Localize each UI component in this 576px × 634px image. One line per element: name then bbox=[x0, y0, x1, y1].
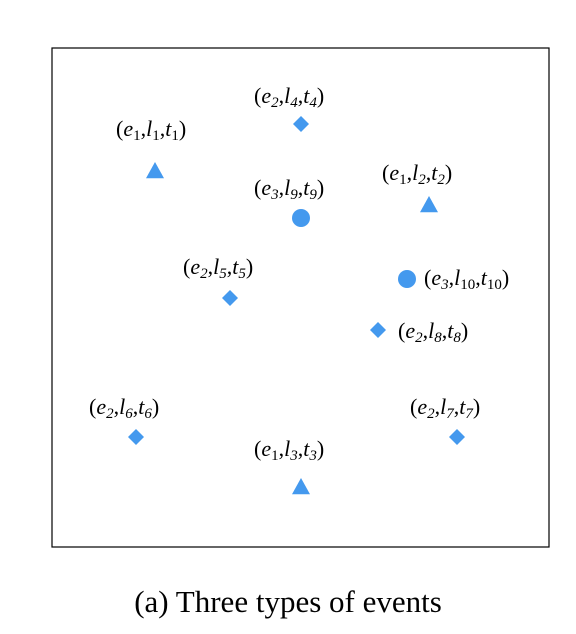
event-label: (e1,l3,t3) bbox=[254, 436, 325, 464]
event-label: (e2,l5,t5) bbox=[183, 254, 254, 282]
diamond-marker bbox=[222, 290, 238, 306]
circle-marker bbox=[292, 209, 310, 227]
event-label: (e1,l1,t1) bbox=[116, 116, 187, 144]
diamond-marker bbox=[370, 322, 386, 338]
triangle-marker bbox=[420, 196, 438, 213]
event-label: (e2,l8,t8) bbox=[398, 318, 469, 346]
diamond-marker bbox=[293, 116, 309, 132]
triangle-marker bbox=[146, 162, 164, 179]
event-label: (e1,l2,t2) bbox=[382, 160, 453, 188]
event-label: (e3,l9,t9) bbox=[254, 175, 325, 203]
diagram-frame bbox=[51, 47, 550, 548]
figure-caption: (a) Three types of events bbox=[134, 584, 442, 619]
event-markers bbox=[128, 116, 465, 495]
event-label: (e2,l7,t7) bbox=[410, 394, 481, 422]
event-label: (e2,l4,t4) bbox=[254, 83, 325, 111]
event-label: (e3,l10,t10) bbox=[424, 265, 510, 293]
diamond-marker bbox=[128, 429, 144, 445]
diamond-marker bbox=[449, 429, 465, 445]
triangle-marker bbox=[292, 478, 310, 495]
event-label: (e2,l6,t6) bbox=[89, 394, 160, 422]
circle-marker bbox=[398, 270, 416, 288]
